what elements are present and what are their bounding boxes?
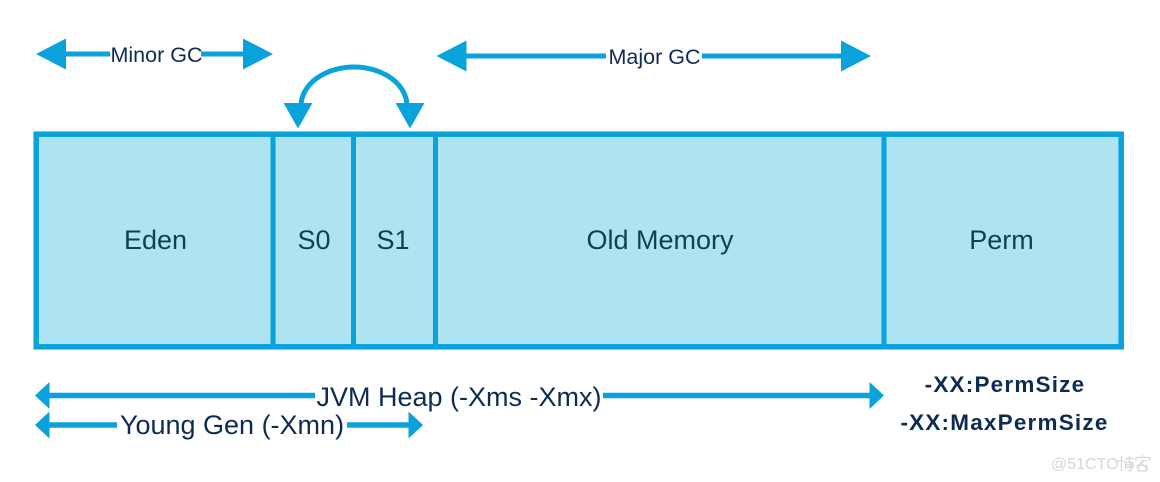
svg-text:-XX:MaxPermSize: -XX:MaxPermSize <box>900 410 1108 435</box>
svg-text:Eden: Eden <box>124 225 187 255</box>
svg-text:JVM Heap (-Xms -Xmx): JVM Heap (-Xms -Xmx) <box>316 382 601 412</box>
svg-text:-XX:PermSize: -XX:PermSize <box>925 372 1086 397</box>
svg-text:Major GC: Major GC <box>609 45 701 69</box>
svg-text:Young Gen (-Xmn): Young Gen (-Xmn) <box>120 410 344 440</box>
svg-text:Minor GC: Minor GC <box>111 43 203 67</box>
svg-text:Old Memory: Old Memory <box>586 225 734 255</box>
svg-text:@51CTO: @51CTO <box>1051 456 1119 473</box>
svg-text:S0: S0 <box>297 225 330 255</box>
svg-text:S1: S1 <box>376 225 409 255</box>
svg-text:Perm: Perm <box>969 225 1034 255</box>
